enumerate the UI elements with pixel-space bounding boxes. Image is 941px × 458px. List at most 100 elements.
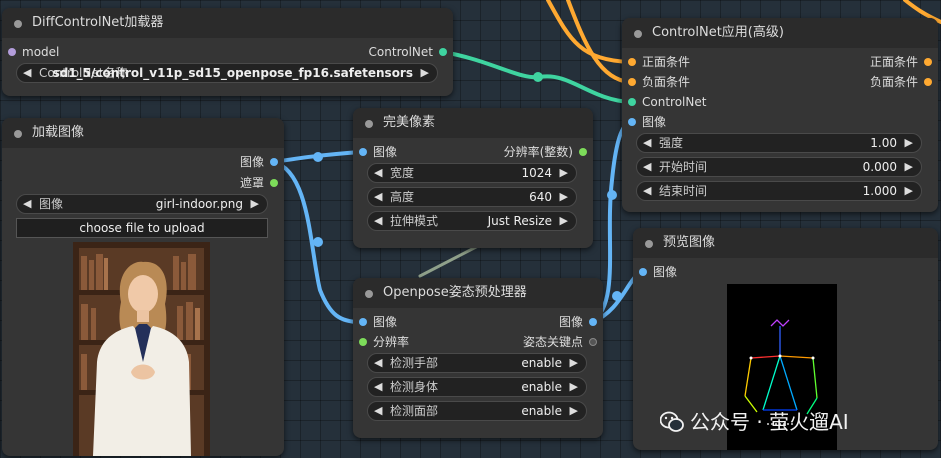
arrow-right-icon[interactable]: ▶	[250, 197, 259, 210]
negative-input-label: 负面条件	[642, 75, 691, 89]
image-input-label: 图像	[653, 265, 678, 279]
node-title[interactable]: 加载图像	[2, 118, 284, 148]
image-output-slot[interactable]	[589, 318, 597, 326]
widget-label: 高度	[390, 190, 415, 204]
arrow-left-icon[interactable]: ◀	[643, 136, 652, 149]
mask-output-slot[interactable]	[270, 179, 278, 187]
collapse-dot-icon[interactable]	[634, 30, 642, 38]
controlnet-input-label: ControlNet	[642, 95, 707, 109]
node-title[interactable]: DiffControlNet加载器	[2, 8, 453, 38]
image-input-slot[interactable]	[359, 318, 367, 326]
model-input-slot[interactable]	[8, 48, 16, 56]
detect-hand-combo[interactable]: ◀ 检测手部 enable ▶	[367, 353, 587, 373]
openpose-preprocessor-node[interactable]: Openpose姿态预处理器 图像 图像 分辨率 姿态关键点 ◀ 检测手部 en…	[353, 278, 603, 438]
arrow-right-icon[interactable]: ▶	[559, 190, 568, 203]
arrow-left-icon[interactable]: ◀	[374, 190, 383, 203]
collapse-dot-icon[interactable]	[365, 120, 373, 128]
widget-label: 图像	[39, 197, 64, 211]
wechat-icon	[659, 411, 684, 432]
widget-value: 1024	[521, 166, 552, 180]
negative-input-slot[interactable]	[628, 78, 636, 86]
reroute-dot	[313, 237, 323, 247]
collapse-dot-icon[interactable]	[365, 290, 373, 298]
controlnet-name-combo[interactable]: ◀ ControlNet名称 sd1_5/control_v11p_sd15_o…	[16, 63, 438, 83]
strength-number[interactable]: ◀ 强度 1.00 ▶	[636, 133, 922, 153]
node-title[interactable]: 完美像素	[353, 108, 593, 138]
widget-label: 检测面部	[390, 404, 439, 418]
upload-button[interactable]: choose file to upload	[16, 218, 268, 238]
widget-value: 1.000	[862, 184, 897, 198]
arrow-left-icon[interactable]: ◀	[643, 160, 652, 173]
arrow-right-icon[interactable]: ▶	[420, 66, 429, 79]
width-number[interactable]: ◀ 宽度 1024 ▶	[367, 163, 577, 183]
arrow-right-icon[interactable]: ▶	[904, 160, 913, 173]
image-preview	[73, 242, 210, 456]
detect-body-combo[interactable]: ◀ 检测身体 enable ▶	[367, 377, 587, 397]
conditioning-link-1	[546, 0, 632, 64]
controlnet-output-slot[interactable]	[439, 48, 447, 56]
arrow-right-icon[interactable]: ▶	[904, 136, 913, 149]
perfect-pixel-node[interactable]: 完美像素 图像 分辨率(整数) ◀ 宽度 1024 ▶ ◀ 高度 640 ▶ ◀…	[353, 108, 593, 248]
reroute-dot	[607, 190, 617, 200]
negative-output-slot[interactable]	[924, 78, 932, 86]
node-title[interactable]: 预览图像	[633, 228, 938, 258]
arrow-left-icon[interactable]: ◀	[643, 184, 652, 197]
widget-label: 结束时间	[659, 184, 708, 198]
image-input-slot[interactable]	[628, 118, 636, 126]
resolution-link	[418, 244, 480, 278]
node-title[interactable]: Openpose姿态预处理器	[353, 278, 603, 308]
pose-preview-image	[727, 284, 837, 450]
arrow-left-icon[interactable]: ◀	[374, 356, 383, 369]
arrow-left-icon[interactable]: ◀	[374, 214, 383, 227]
widget-value: sd1_5/control_v11p_sd15_openpose_fp16.sa…	[52, 66, 413, 80]
arrow-left-icon[interactable]: ◀	[374, 404, 383, 417]
arrow-right-icon[interactable]: ▶	[569, 380, 578, 393]
conditioning-link-2	[566, 0, 632, 84]
widget-value: 0.000	[862, 160, 897, 174]
detect-face-combo[interactable]: ◀ 检测面部 enable ▶	[367, 401, 587, 421]
pose-skeleton	[744, 319, 818, 425]
positive-output-slot[interactable]	[924, 58, 932, 66]
resolution-input-slot[interactable]	[359, 338, 367, 346]
controlnet-input-slot[interactable]	[628, 98, 636, 106]
watermark-text: 公众号 · 萤火遛AI	[690, 410, 849, 434]
arrow-right-icon[interactable]: ▶	[569, 356, 578, 369]
arrow-left-icon[interactable]: ◀	[23, 66, 32, 79]
arrow-left-icon[interactable]: ◀	[374, 166, 383, 179]
arrow-right-icon[interactable]: ▶	[559, 166, 568, 179]
start-percent-number[interactable]: ◀ 开始时间 0.000 ▶	[636, 157, 922, 177]
controlnet-apply-node[interactable]: ControlNet应用(高级) 正面条件 正面条件 负面条件 负面条件 Con…	[622, 18, 938, 212]
collapse-dot-icon[interactable]	[14, 20, 22, 28]
height-number[interactable]: ◀ 高度 640 ▶	[367, 187, 577, 207]
widget-value: enable	[521, 404, 562, 418]
image-input-slot[interactable]	[639, 268, 647, 276]
image-input-slot[interactable]	[359, 148, 367, 156]
arrow-left-icon[interactable]: ◀	[374, 380, 383, 393]
arrow-right-icon[interactable]: ▶	[904, 184, 913, 197]
collapse-dot-icon[interactable]	[645, 240, 653, 248]
keypoints-output-slot[interactable]	[589, 338, 597, 346]
end-percent-number[interactable]: ◀ 结束时间 1.000 ▶	[636, 181, 922, 201]
watermark: 公众号 · 萤火遛AI	[659, 406, 849, 435]
arrow-left-icon[interactable]: ◀	[23, 197, 32, 210]
reroute-dot	[533, 72, 543, 82]
image-link-to-openpose	[271, 160, 362, 324]
arrow-right-icon[interactable]: ▶	[569, 404, 578, 417]
image-combo[interactable]: ◀ 图像 girl-indoor.png ▶	[16, 194, 268, 214]
widget-label: 检测手部	[390, 356, 439, 370]
load-image-node[interactable]: 加载图像 图像 遮罩 ◀ 图像 girl-indoor.png ▶ choose…	[2, 118, 284, 456]
preview-image-node[interactable]: 预览图像 图像	[633, 228, 938, 450]
arrow-right-icon[interactable]: ▶	[559, 214, 568, 227]
resolution-output-slot[interactable]	[579, 148, 587, 156]
node-title[interactable]: ControlNet应用(高级)	[622, 18, 938, 48]
image-output-slot[interactable]	[270, 158, 278, 166]
widget-value: enable	[521, 356, 562, 370]
collapse-dot-icon[interactable]	[14, 130, 22, 138]
widget-value: 1.00	[870, 136, 897, 150]
positive-input-slot[interactable]	[628, 58, 636, 66]
reroute-dot	[313, 152, 323, 162]
resize-mode-combo[interactable]: ◀ 拉伸模式 Just Resize ▶	[367, 211, 577, 231]
widget-label: 宽度	[390, 166, 415, 180]
diffcontrolnet-loader-node[interactable]: DiffControlNet加载器 model ControlNet ◀ Con…	[2, 8, 453, 96]
